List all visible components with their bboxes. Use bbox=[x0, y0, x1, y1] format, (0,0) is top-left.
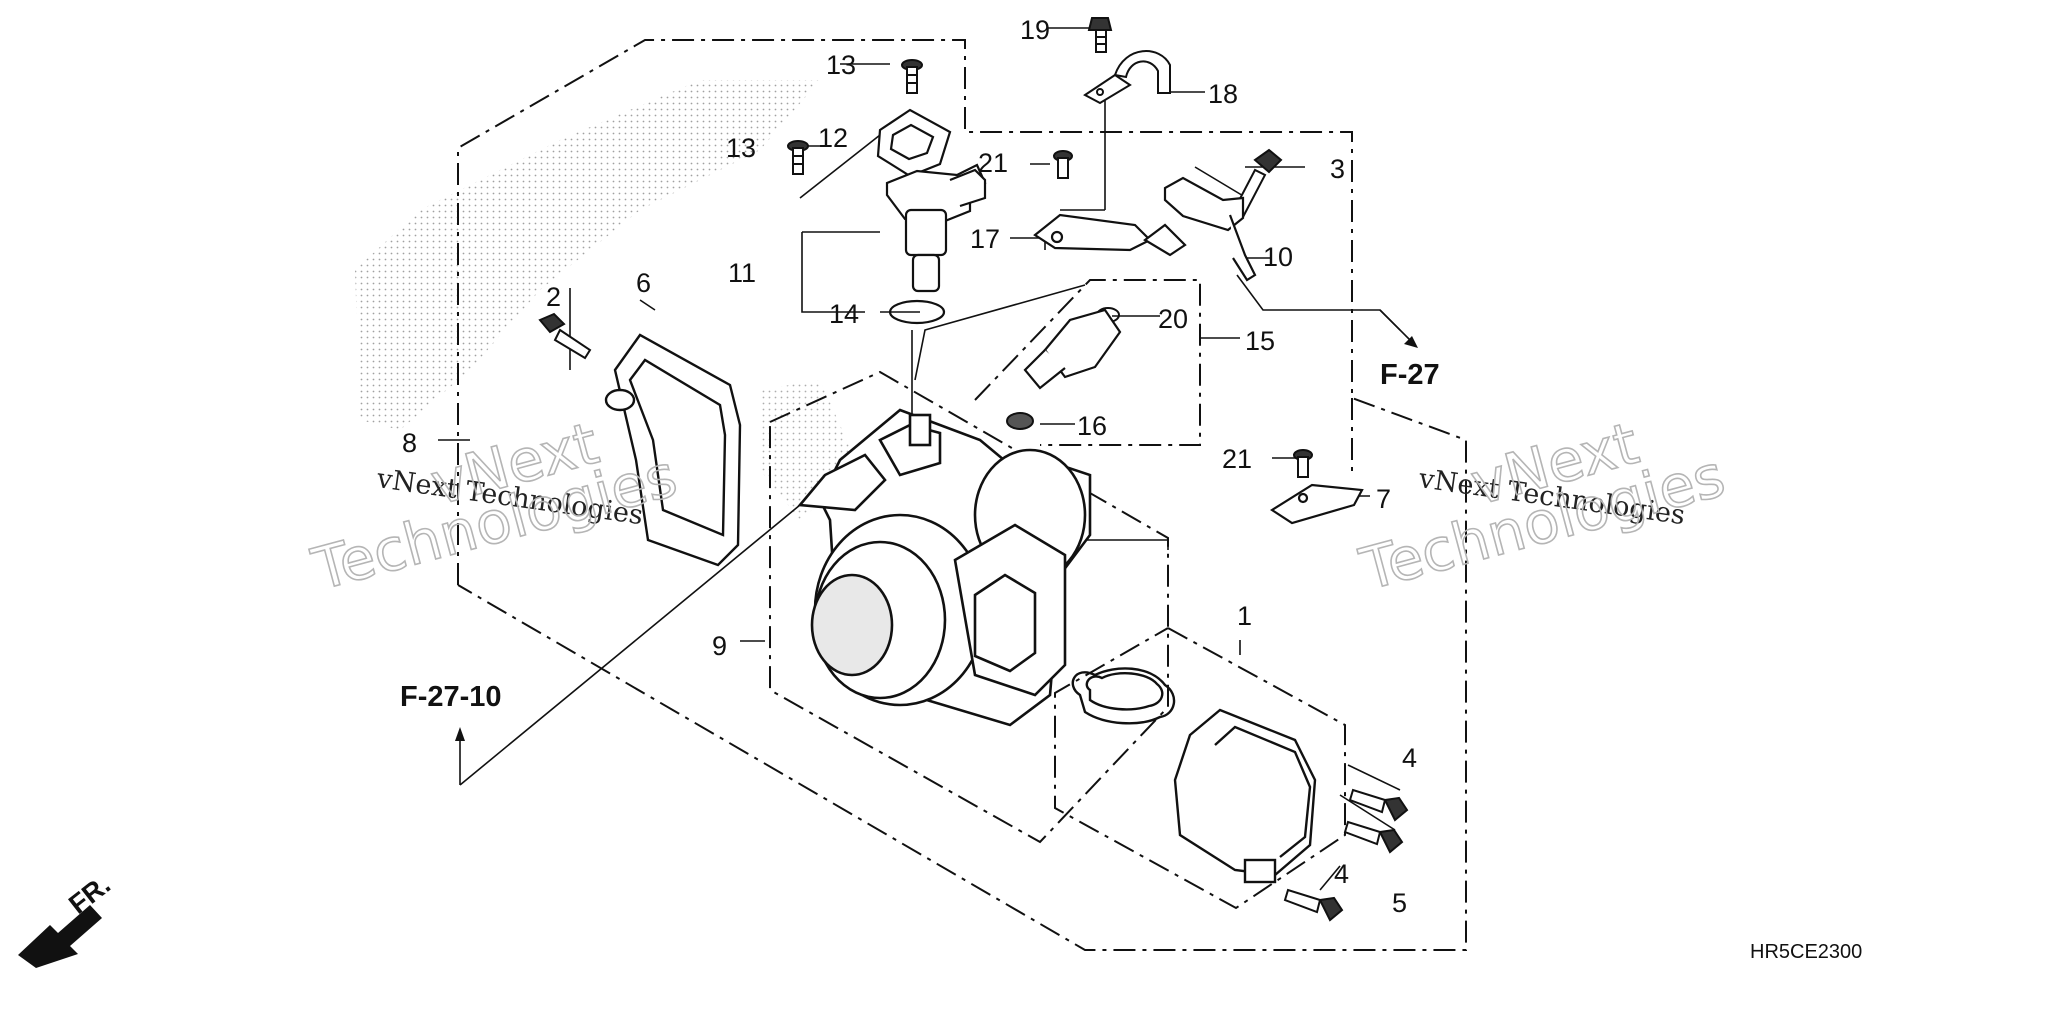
screw-21-top-drawing bbox=[1053, 150, 1073, 179]
watermark-right: vNext Technologies vNext Technologies bbox=[1352, 408, 1732, 604]
sensor-11-drawing bbox=[885, 163, 987, 293]
callout-13-top: 13 bbox=[826, 50, 856, 80]
callout-11: 11 bbox=[728, 258, 756, 288]
callout-4-lower: 4 bbox=[1334, 859, 1349, 889]
diagram-code: HR5CE2300 bbox=[1750, 941, 1862, 963]
callout-16: 16 bbox=[1077, 411, 1107, 441]
bolt-4-lower-drawing bbox=[1283, 888, 1344, 922]
bolt-19-drawing bbox=[1087, 17, 1113, 53]
bolt-4-upper-drawing bbox=[1348, 788, 1409, 822]
up-arrow-icon bbox=[455, 727, 465, 741]
front-arrow-icon bbox=[18, 905, 102, 968]
reference-f2710: F-27-10 bbox=[400, 681, 502, 713]
callout-15: 15 bbox=[1245, 326, 1275, 356]
callout-5: 5 bbox=[1392, 888, 1407, 918]
part-10-drawing bbox=[1143, 176, 1257, 282]
front-label: FR. bbox=[63, 869, 116, 919]
plate-12-drawing bbox=[876, 108, 952, 178]
callout-17: 17 bbox=[970, 224, 1000, 254]
bolt-5-drawing bbox=[1343, 820, 1404, 854]
injector-15-drawing bbox=[1023, 308, 1122, 390]
callout-18: 18 bbox=[1208, 79, 1238, 109]
callout-19: 19 bbox=[1020, 15, 1050, 45]
bolt-2-drawing bbox=[538, 312, 592, 360]
callout-labels: 1 2 3 4 4 5 6 7 8 9 10 11 12 13 13 14 15… bbox=[402, 15, 1417, 918]
screw-13-top-drawing bbox=[901, 59, 923, 94]
callout-21-right: 21 bbox=[1222, 444, 1252, 474]
callout-2: 2 bbox=[546, 282, 561, 312]
seal-16-drawing bbox=[1006, 412, 1034, 430]
dashed-frames bbox=[457, 39, 1467, 951]
throttle-body-9-drawing bbox=[797, 408, 1092, 727]
callout-21-top: 21 bbox=[978, 148, 1008, 178]
gasket-1-drawing bbox=[1071, 667, 1176, 725]
clamp-18-drawing bbox=[1083, 50, 1171, 105]
callout-20: 20 bbox=[1158, 304, 1188, 334]
callout-4-upper: 4 bbox=[1402, 743, 1417, 773]
oring-14-drawing bbox=[888, 299, 946, 325]
callout-7: 7 bbox=[1376, 484, 1391, 514]
callout-6: 6 bbox=[636, 268, 651, 298]
front-direction-arrow: FR. bbox=[18, 869, 116, 968]
callout-14: 14 bbox=[829, 299, 859, 329]
callout-10: 10 bbox=[1263, 242, 1293, 272]
callout-13-left: 13 bbox=[726, 133, 756, 163]
screw-13-left-drawing bbox=[787, 140, 809, 175]
callout-12: 12 bbox=[818, 123, 848, 153]
callout-8: 8 bbox=[402, 428, 417, 458]
callout-9: 9 bbox=[712, 631, 727, 661]
screw-21-right-drawing bbox=[1293, 449, 1313, 478]
watermark-left: vNext Technologies vNext Technologies bbox=[304, 408, 684, 604]
cover-6-drawing bbox=[604, 333, 742, 567]
reference-f27: F-27 bbox=[1380, 359, 1440, 391]
callout-3: 3 bbox=[1330, 154, 1345, 184]
sensor-1-drawing bbox=[1173, 708, 1317, 884]
plate-7-drawing bbox=[1269, 483, 1364, 525]
plate-17-drawing bbox=[1033, 213, 1152, 252]
down-right-arrow-icon bbox=[1404, 336, 1418, 348]
reference-arrows bbox=[455, 309, 1418, 785]
callout-1: 1 bbox=[1237, 601, 1252, 631]
